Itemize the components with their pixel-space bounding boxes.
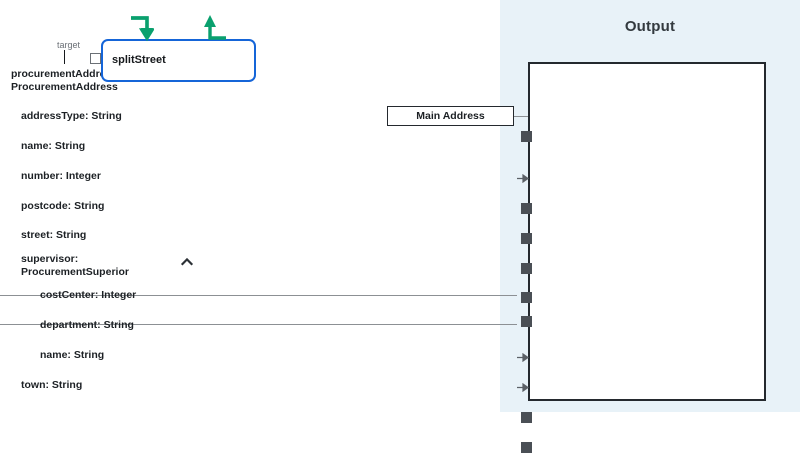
split-street-node[interactable]: splitStreet: [101, 39, 256, 82]
output-field-label: costCenter: Integer: [40, 289, 137, 301]
output-field[interactable]: procurementAddress: ProcurementAddress: [0, 68, 238, 94]
output-field-label: name: String: [40, 349, 105, 361]
output-field-port[interactable]: [521, 203, 532, 214]
split-street-value[interactable]: splitStreet: [112, 54, 166, 66]
output-field[interactable]: name: String: [0, 140, 238, 153]
output-field-port[interactable]: [521, 412, 532, 423]
output-field-port[interactable]: [521, 263, 532, 274]
output-field[interactable]: street: String: [0, 229, 238, 242]
arrow-enter-down-icon[interactable]: [128, 14, 154, 42]
wire-to-costcenter[interactable]: [0, 295, 517, 296]
output-field-label: supervisor: ProcurementSuperior: [21, 253, 129, 278]
main-address-label-box[interactable]: Main Address: [387, 106, 514, 126]
output-field-label: department: String: [40, 319, 134, 331]
chevron-up-icon[interactable]: [180, 255, 194, 269]
main-address-label-text: Main Address: [416, 110, 485, 122]
output-field[interactable]: supervisor: ProcurementSuperior: [0, 253, 238, 279]
target-label: target: [57, 40, 81, 50]
output-field[interactable]: number: Integer: [0, 170, 238, 183]
connected-port-arrowhead: [517, 383, 529, 392]
output-field[interactable]: costCenter: Integer: [0, 289, 238, 302]
output-field-port[interactable]: [521, 292, 532, 303]
output-field-label: procurementAddress: ProcurementAddress: [11, 68, 121, 93]
output-field-port[interactable]: [521, 442, 532, 453]
output-field-port[interactable]: [521, 316, 532, 327]
output-field[interactable]: addressType: String: [0, 110, 238, 123]
output-field-port[interactable]: [521, 233, 532, 244]
output-field-label: addressType: String: [21, 110, 122, 122]
output-field[interactable]: town: String: [0, 379, 238, 392]
main-address-wire: [514, 115, 528, 117]
output-field-label: town: String: [21, 379, 83, 391]
output-field-label: postcode: String: [21, 200, 105, 212]
output-field[interactable]: department: String: [0, 319, 238, 332]
output-field[interactable]: name: String: [0, 349, 238, 362]
target-port[interactable]: [90, 53, 101, 64]
output-tree-box: [528, 62, 766, 401]
output-field-label: name: String: [21, 140, 86, 152]
output-field-label: street: String: [21, 229, 87, 241]
wire-to-department[interactable]: [0, 324, 517, 325]
text-caret: [64, 50, 65, 64]
output-field-label: number: Integer: [21, 170, 101, 182]
connected-port-arrowhead: [517, 353, 529, 362]
output-field-port[interactable]: [521, 131, 532, 142]
connected-port-arrowhead: [517, 174, 529, 183]
output-panel-title: Output: [624, 18, 676, 35]
output-field[interactable]: postcode: String: [0, 200, 238, 213]
arrow-exit-up-icon[interactable]: [203, 14, 229, 42]
